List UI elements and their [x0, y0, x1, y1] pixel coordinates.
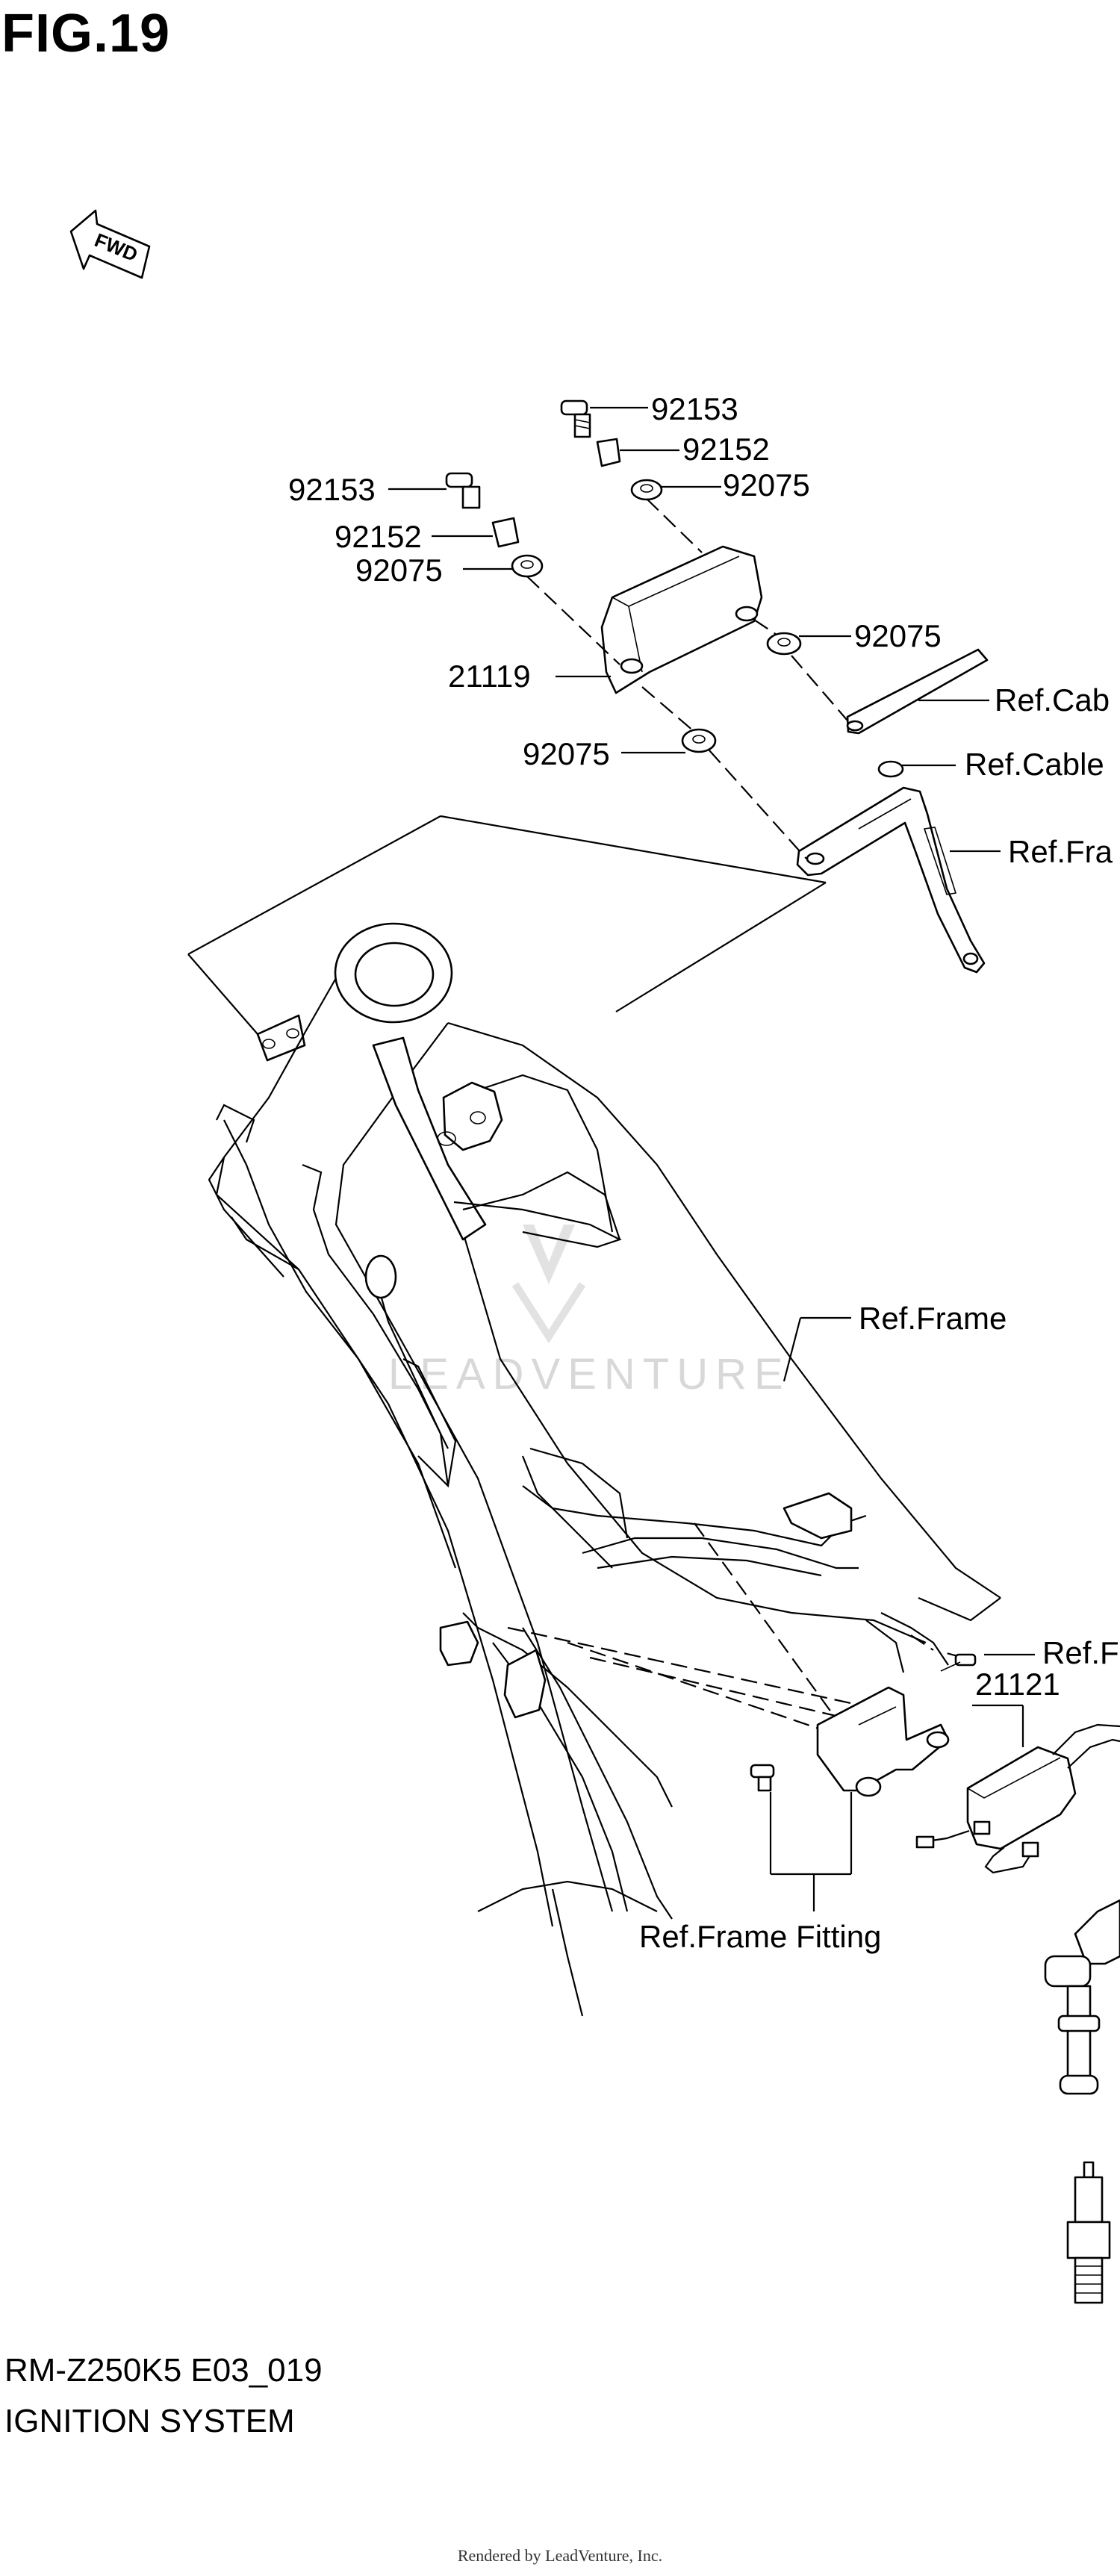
- bolt-frame-fitting: [750, 1764, 775, 1792]
- leader-lines-top: [388, 406, 1001, 859]
- label-92075-right: 92075: [723, 467, 810, 503]
- spark-plug: [1066, 2161, 1111, 2304]
- label-ref-cable: Ref.Cable: [965, 747, 1104, 782]
- watermark-text: LEADVENTURE: [388, 1350, 791, 1399]
- label-92152-left: 92152: [335, 519, 422, 554]
- spark-plug-cap: [1044, 1899, 1120, 2095]
- label-92075-left: 92075: [355, 553, 443, 588]
- label-92153-right: 92153: [651, 391, 738, 426]
- collar-92152-right: [596, 438, 621, 467]
- grommet-92075-lower-right: [766, 632, 802, 656]
- mounting-bracket: [796, 786, 986, 974]
- label-ref-frame-top: Ref.Fra: [1008, 834, 1113, 869]
- grommet-92075-right: [630, 479, 663, 501]
- label-92075-lower-left: 92075: [523, 736, 610, 771]
- label-92153-left: 92153: [288, 472, 376, 507]
- bolt-ref-frame-right: [940, 1653, 977, 1672]
- label-ref-frame: Ref.Frame: [859, 1301, 1007, 1336]
- coil-bracket: [816, 1686, 950, 1797]
- label-ref-frame-fitting: Ref.Frame Fitting: [639, 1919, 881, 1954]
- label-92152-right: 92152: [682, 432, 770, 467]
- watermark: LEADVENTURE: [388, 1225, 791, 1399]
- cable-guide: [846, 648, 989, 735]
- label-ref-cable-guide: Ref.Cab: [995, 682, 1110, 718]
- bolt-92153-left: [445, 472, 481, 509]
- label-ref-frame-right: Ref.F: [1042, 1635, 1119, 1670]
- grommet-92075-lower-left: [681, 728, 717, 753]
- fwd-arrow-icon: FWD: [69, 209, 151, 279]
- grommet-92075-left: [511, 554, 544, 578]
- bolt-92153-right: [560, 399, 591, 438]
- rendered-by-credit: Rendered by LeadVenture, Inc.: [457, 2546, 663, 2565]
- system-name: IGNITION SYSTEM: [4, 2403, 295, 2439]
- cable-washer: [877, 760, 904, 778]
- frame: [208, 922, 1001, 2017]
- leader-lines-lower: [769, 1316, 1035, 1911]
- collar-92152-left: [491, 517, 520, 548]
- ignitor-unit-21119: [600, 545, 763, 694]
- label-21119: 21119: [448, 659, 531, 694]
- model-code: RM-Z250K5 E03_019: [4, 2352, 323, 2389]
- ignition-coil-21121: [915, 1723, 1120, 1874]
- figure-title: FIG.19: [1, 4, 171, 63]
- label-21121: 21121: [975, 1667, 1060, 1702]
- zoom-callout: [187, 815, 827, 1035]
- label-92075-lower-right: 92075: [854, 618, 942, 653]
